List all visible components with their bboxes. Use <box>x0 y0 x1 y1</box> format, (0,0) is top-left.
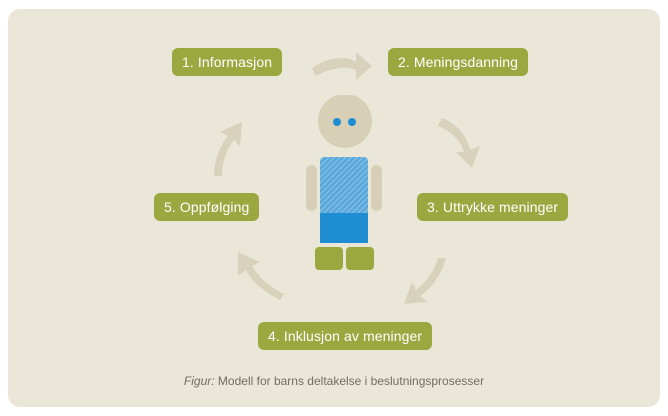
step-oppfolging: 5. Oppfølging <box>154 193 260 221</box>
step-uttrykke-meninger: 3. Uttrykke meninger <box>417 193 569 221</box>
child-figure-icon <box>306 95 382 270</box>
step-meningsdanning: 2. Meningsdanning <box>388 48 529 76</box>
figure-caption: Figur: Modell for barns deltakelse i bes… <box>0 374 668 388</box>
arrow-3-to-4 <box>404 258 446 304</box>
arrow-4-to-5 <box>238 252 284 300</box>
caption-text: Modell for barns deltakelse i beslutning… <box>214 374 485 388</box>
arrow-5-to-1 <box>214 122 242 176</box>
arrow-1-to-2 <box>312 52 372 80</box>
arrow-2-to-3 <box>438 118 480 168</box>
caption-prefix: Figur: <box>183 374 215 388</box>
step-informasjon: 1. Informasjon <box>172 48 283 76</box>
step-inklusjon-av-meninger: 4. Inklusjon av meninger <box>258 322 433 350</box>
